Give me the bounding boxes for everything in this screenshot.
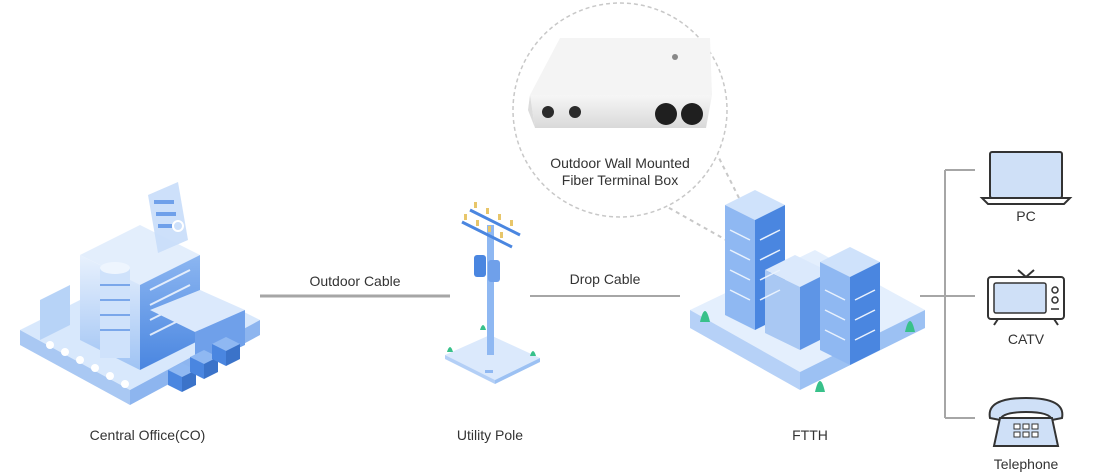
pc-label: PC xyxy=(1016,208,1036,224)
ftth-buildings-illustration xyxy=(690,190,925,392)
telephone-label: Telephone xyxy=(993,456,1059,472)
catv-icon xyxy=(987,269,1065,326)
device-bracket xyxy=(920,169,975,419)
drop-cable-label: Drop Cable xyxy=(569,271,641,287)
fiber-terminal-box-image xyxy=(528,38,712,128)
central-office-illustration xyxy=(20,182,260,405)
central-office-label: Central Office(CO) xyxy=(89,427,206,443)
callout-title-line1: Outdoor Wall Mounted xyxy=(550,155,690,171)
catv-label: CATV xyxy=(1007,331,1045,347)
callout-title-line2: Fiber Terminal Box xyxy=(561,172,679,188)
telephone-icon xyxy=(988,396,1064,447)
outdoor-cable-label: Outdoor Cable xyxy=(309,273,401,289)
utility-pole-label: Utility Pole xyxy=(456,427,524,443)
ftth-label: FTTH xyxy=(792,427,828,443)
pc-icon xyxy=(979,151,1073,205)
utility-pole-illustration xyxy=(445,202,540,384)
